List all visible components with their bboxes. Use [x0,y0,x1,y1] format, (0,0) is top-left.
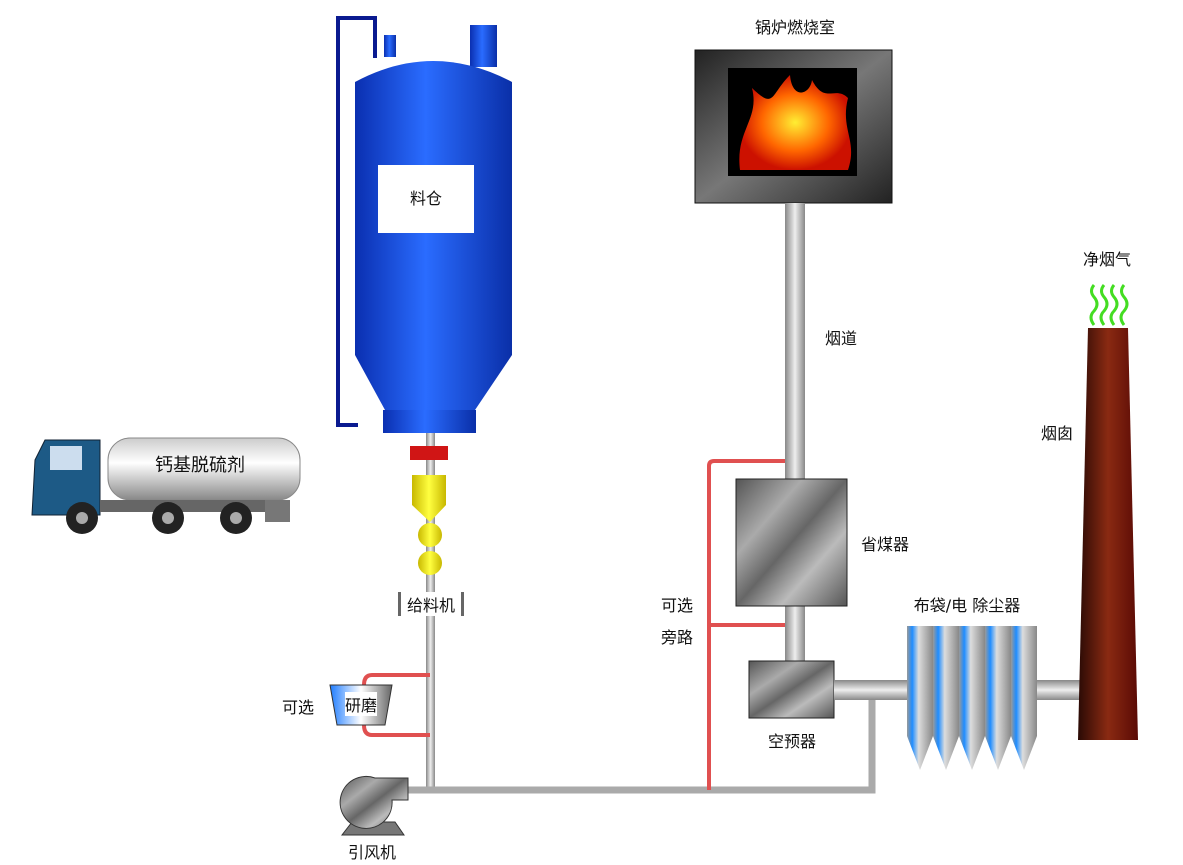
silo [336,16,512,433]
clean-gas-label: 净烟气 [1082,250,1132,269]
feeder-wheel [418,551,442,575]
bypass-label-2: 旁路 [660,628,694,647]
air-preheater [748,660,835,719]
mill-optional-label: 可选 [281,698,315,717]
economizer [735,478,848,607]
rotary-valve [410,446,448,460]
dust-collector [907,626,1037,770]
silo-return-tube [336,16,377,427]
truck-label: 钙基脱硫剂 [155,455,245,476]
flue-label: 烟道 [824,329,858,348]
injection-pipe [405,700,876,794]
feeder-label: 给料机 [397,592,465,616]
smoke-icon [1089,284,1129,326]
air-preheater-label: 空预器 [767,732,817,751]
silo-label: 料仓 [378,165,474,233]
mill-bypass-pipe [362,673,430,737]
mill-label: 研磨 [344,692,378,716]
feeder-wheel [418,523,442,547]
feeder-hopper [412,475,446,522]
fan-label: 引风机 [347,843,397,862]
fan-icon [339,775,409,836]
chimney [1078,328,1138,740]
dust-collector-label: 布袋/电 除尘器 [913,596,1021,615]
flue-pipe [785,203,805,481]
chimney-label: 烟囱 [1040,424,1074,443]
truck-icon [31,437,301,534]
bypass-label-1: 可选 [660,596,694,615]
economizer-label: 省煤器 [860,535,910,554]
flame-icon [739,75,852,170]
boiler-label: 锅炉燃烧室 [754,18,836,37]
bypass-pipe [707,459,785,790]
